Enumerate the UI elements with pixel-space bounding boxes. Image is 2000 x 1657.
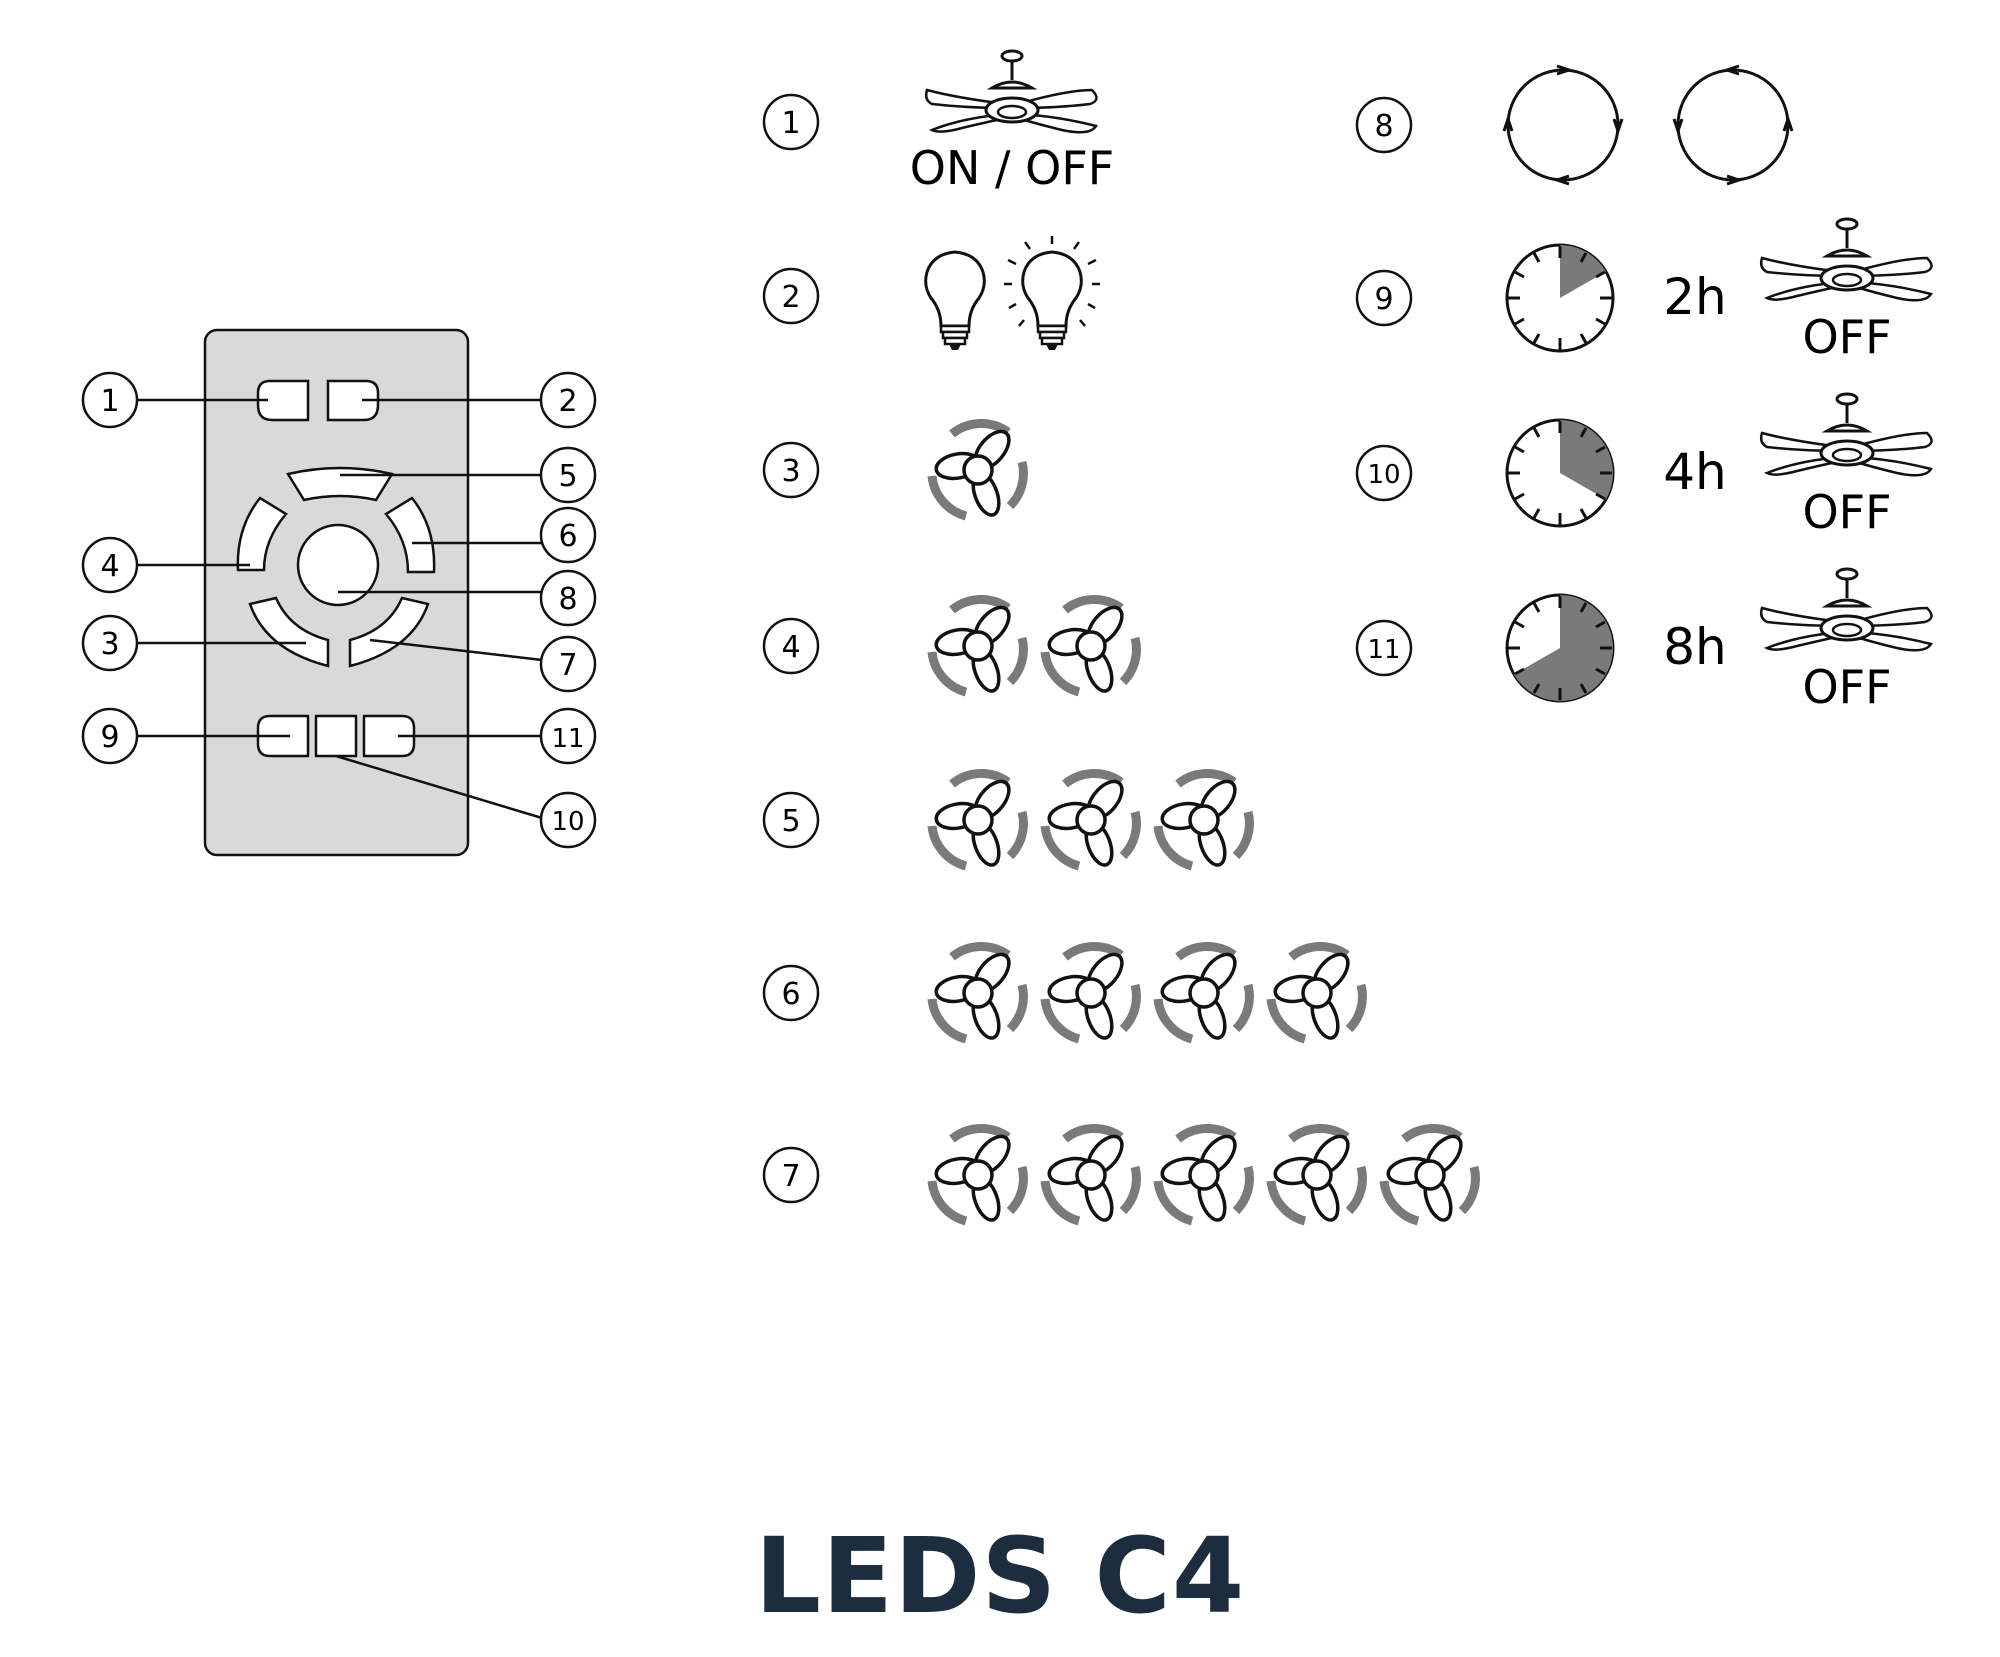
callout-label: 8 <box>558 582 577 617</box>
fan-speed-icon <box>1271 946 1362 1041</box>
fan-speed-icon <box>1045 946 1136 1041</box>
fan-speed-icon <box>932 773 1023 868</box>
function-10-number: 10 <box>1355 444 1413 502</box>
svg-text:11: 11 <box>1367 635 1400 665</box>
fan-speed-icon <box>932 1128 1023 1223</box>
function-1-number: 1 <box>762 93 820 151</box>
callout-1: 1 <box>81 371 139 429</box>
svg-text:7: 7 <box>781 1159 800 1194</box>
fan-speed-icon <box>1158 946 1249 1041</box>
fan-speed-icon <box>932 599 1023 694</box>
callout-label: 1 <box>100 384 119 419</box>
fan-speed-icon <box>1045 773 1136 868</box>
callout-leaders <box>138 398 543 820</box>
callout-3: 3 <box>81 614 139 672</box>
remote-button-7 <box>348 596 430 668</box>
svg-text:2: 2 <box>781 280 800 315</box>
svg-text:8: 8 <box>1374 109 1393 144</box>
fan-speed-row-3 <box>932 423 1023 518</box>
timer-clock-2h-icon <box>1505 243 1615 353</box>
ceiling-fan-icon <box>1759 217 1934 302</box>
callout-2: 2 <box>539 371 597 429</box>
callout-label: 7 <box>558 648 577 683</box>
function-8-number: 8 <box>1355 96 1413 154</box>
callout-label: 4 <box>100 549 119 584</box>
remote-button-6 <box>384 496 436 574</box>
callout-4: 4 <box>81 536 139 594</box>
ceiling-fan-icon <box>1759 392 1934 477</box>
callout-label: 2 <box>558 384 577 419</box>
fan-speed-icon <box>932 423 1023 518</box>
function-6-number: 6 <box>762 964 820 1022</box>
function-3-number: 3 <box>762 441 820 499</box>
svg-text:6: 6 <box>781 977 800 1012</box>
callout-6: 6 <box>539 506 597 564</box>
svg-text:3: 3 <box>781 454 800 489</box>
remote-button-8 <box>296 523 380 607</box>
svg-text:1: 1 <box>781 106 800 141</box>
timer-duration-8h: 8h <box>1663 618 1727 676</box>
fan-speed-icon <box>1045 599 1136 694</box>
timer-fill <box>1514 595 1614 701</box>
callout-label: 9 <box>100 720 119 755</box>
off-caption: OFF <box>1802 310 1891 364</box>
timer-clock-8h-icon <box>1505 593 1615 703</box>
function-9-number: 9 <box>1355 269 1413 327</box>
brand-title: LEDS C4 <box>754 1515 1246 1637</box>
fan-speed-row-7 <box>932 1128 1475 1223</box>
fan-speed-row-6 <box>932 946 1362 1041</box>
callout-11: 11 <box>539 707 597 765</box>
rotation-clockwise-icon <box>1502 64 1624 186</box>
svg-text:4: 4 <box>781 630 800 665</box>
remote-button-2 <box>326 379 380 422</box>
remote-button-4 <box>236 496 288 572</box>
fan-speed-icon <box>1384 1128 1475 1223</box>
timer-duration-4h: 4h <box>1663 443 1727 501</box>
remote-button-3 <box>248 596 330 668</box>
callout-label: 11 <box>551 724 584 754</box>
ceiling-fan-icon <box>1759 567 1934 652</box>
callout-5: 5 <box>539 446 597 504</box>
fan-speed-icon <box>1045 1128 1136 1223</box>
timer-fill <box>1560 245 1606 298</box>
svg-text:10: 10 <box>1367 460 1400 490</box>
function-2-number: 2 <box>762 267 820 325</box>
svg-text:5: 5 <box>781 804 800 839</box>
callout-9: 9 <box>81 707 139 765</box>
remote-button-5 <box>286 466 394 502</box>
fan-speed-icon <box>1271 1128 1362 1223</box>
function-4-number: 4 <box>762 617 820 675</box>
light-bulb-icon <box>924 250 986 350</box>
off-caption: OFF <box>1802 485 1891 539</box>
fan-speed-row-4 <box>932 599 1136 694</box>
lit-bulb-icon <box>1004 236 1100 350</box>
remote-button-10 <box>314 714 358 758</box>
timer-fill <box>1560 420 1613 500</box>
fan-speed-icon <box>932 946 1023 1041</box>
callout-8: 8 <box>539 569 597 627</box>
remote-button-11 <box>362 714 416 758</box>
rotation-counterclockwise-icon <box>1672 64 1794 186</box>
fan-speed-row-5 <box>932 773 1249 868</box>
remote-button-1 <box>256 379 310 422</box>
callout-10: 10 <box>539 791 597 849</box>
timer-duration-2h: 2h <box>1663 268 1727 326</box>
svg-text:9: 9 <box>1374 282 1393 317</box>
on-off-caption: ON / OFF <box>910 141 1114 195</box>
timer-clock-4h-icon <box>1505 418 1615 528</box>
callout-label: 5 <box>558 459 577 494</box>
fan-speed-icon <box>1158 773 1249 868</box>
ceiling-fan-icon <box>924 49 1099 134</box>
off-caption: OFF <box>1802 660 1891 714</box>
callout-7: 7 <box>539 635 597 693</box>
fan-speed-icon <box>1158 1128 1249 1223</box>
callout-label: 10 <box>551 807 584 837</box>
function-7-number: 7 <box>762 1146 820 1204</box>
function-5-number: 5 <box>762 791 820 849</box>
callout-label: 3 <box>100 627 119 662</box>
callout-label: 6 <box>558 519 577 554</box>
function-11-number: 11 <box>1355 619 1413 677</box>
